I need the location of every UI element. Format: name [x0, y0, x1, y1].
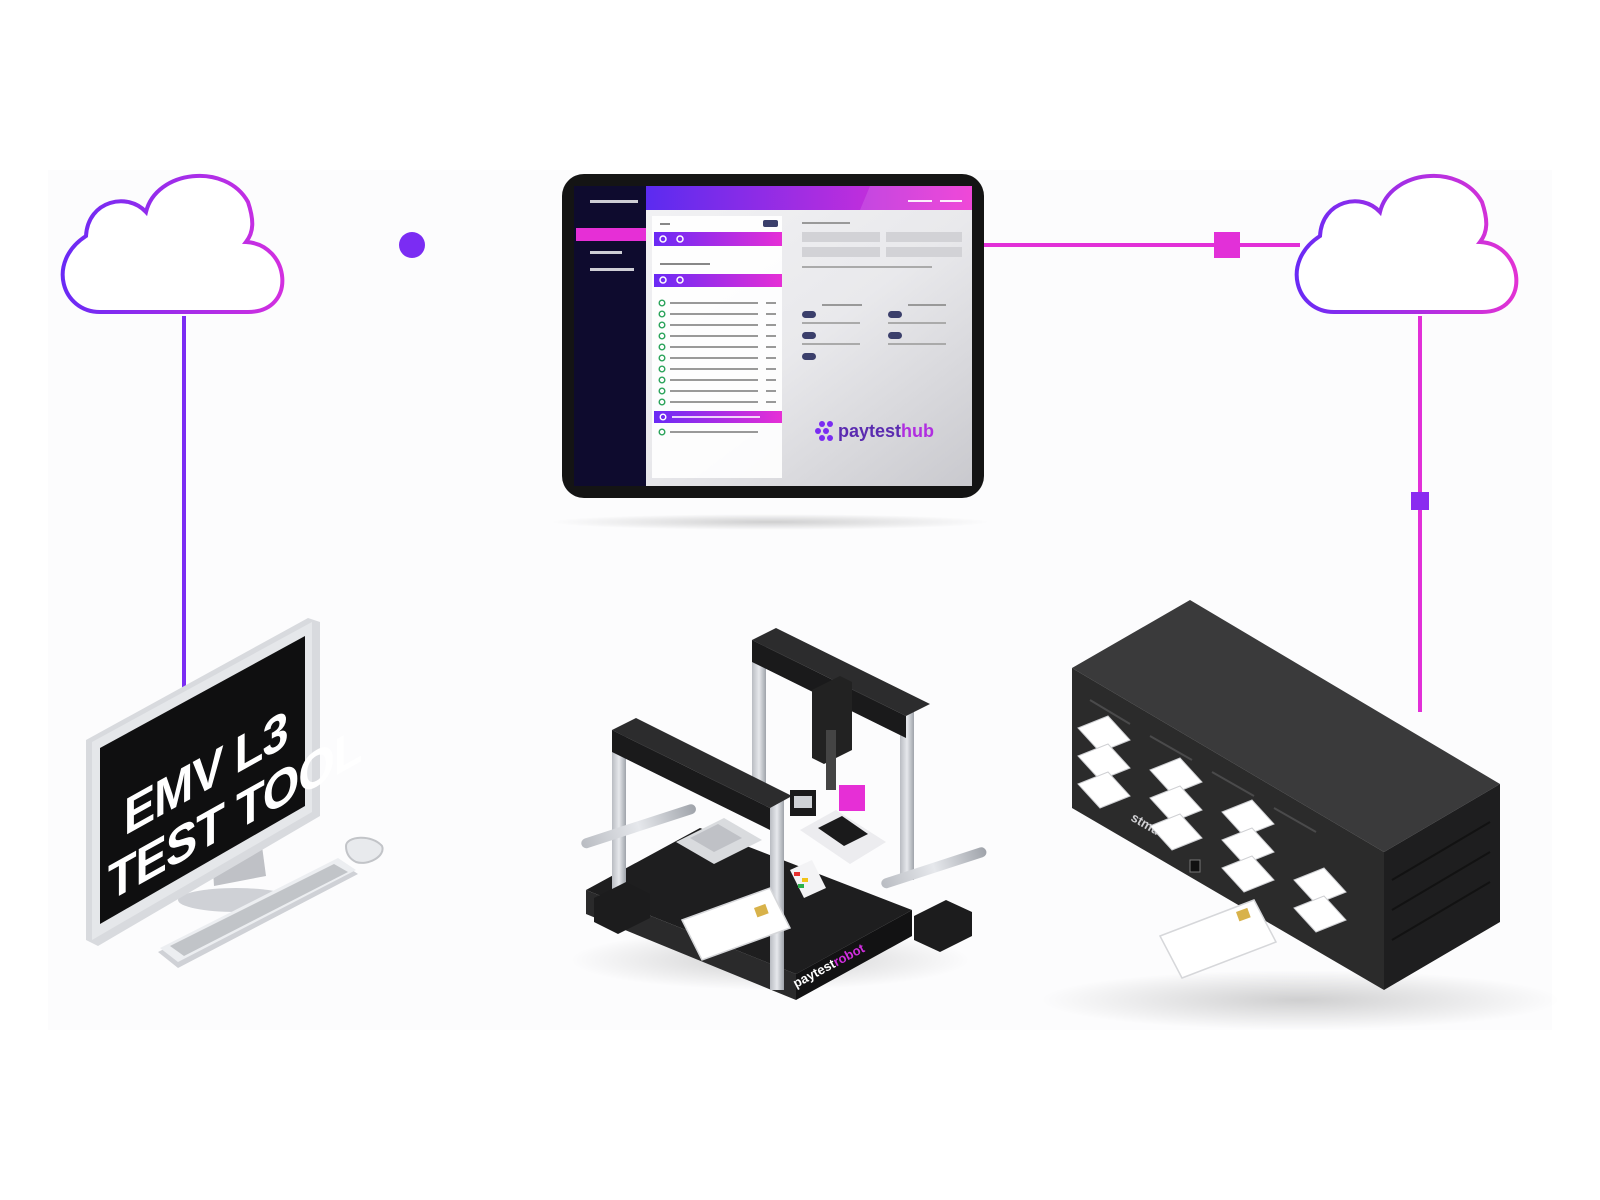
card-rack-icon: stmu [1040, 600, 1560, 1030]
connector-square-icon [1411, 492, 1429, 510]
connector-square-icon [1214, 232, 1240, 258]
paytesthub-logo: paytesthub [815, 421, 934, 441]
connector-dot-icon [399, 232, 425, 258]
cloud-icon [1294, 173, 1519, 314]
tablet-icon: paytesthub [550, 174, 990, 530]
monitor-icon: EMV L3 TEST TOOL [86, 618, 362, 946]
smart-card-icon [680, 887, 792, 961]
tablet-brand-prefix: paytest [838, 421, 901, 441]
smart-card-icon [1158, 899, 1278, 979]
tablet-checklist [658, 299, 776, 406]
cloud-icon [60, 173, 285, 314]
svg-text:paytesthub: paytesthub [838, 421, 934, 441]
connector-square-icon [839, 785, 865, 811]
mouse-icon [344, 836, 384, 864]
tablet-brand-suffix: hub [901, 421, 934, 441]
tablet-toggles [802, 304, 946, 360]
keyboard-icon [158, 858, 358, 968]
connection-lines [182, 243, 1422, 800]
robot-icon: paytestrobot [570, 628, 987, 1000]
